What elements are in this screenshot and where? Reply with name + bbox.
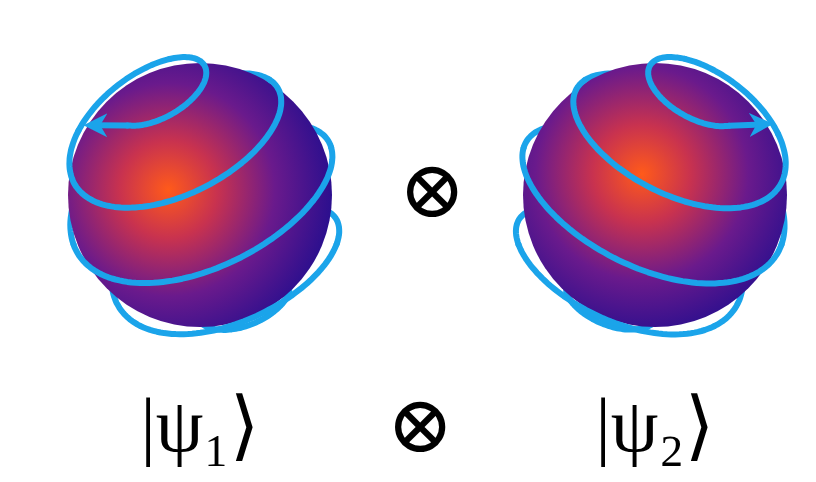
coil-line [74,147,333,283]
coil-line [648,57,729,126]
coil-front [69,57,785,334]
particle-sphere [523,63,787,327]
coil-line [69,80,281,208]
coil-line [573,80,785,208]
tensor-symbol: ⊗ [398,150,465,230]
tensor-symbol: ⊗ [386,385,453,465]
coil-line [127,57,206,126]
spin-arrow [729,124,761,125]
particle-sphere [68,63,332,327]
ket-label: |ψ₂⟩ [596,387,715,463]
coil-line [522,148,781,284]
ket-label: |ψ₁⟩ [141,387,260,463]
spin-arrow [95,122,127,128]
